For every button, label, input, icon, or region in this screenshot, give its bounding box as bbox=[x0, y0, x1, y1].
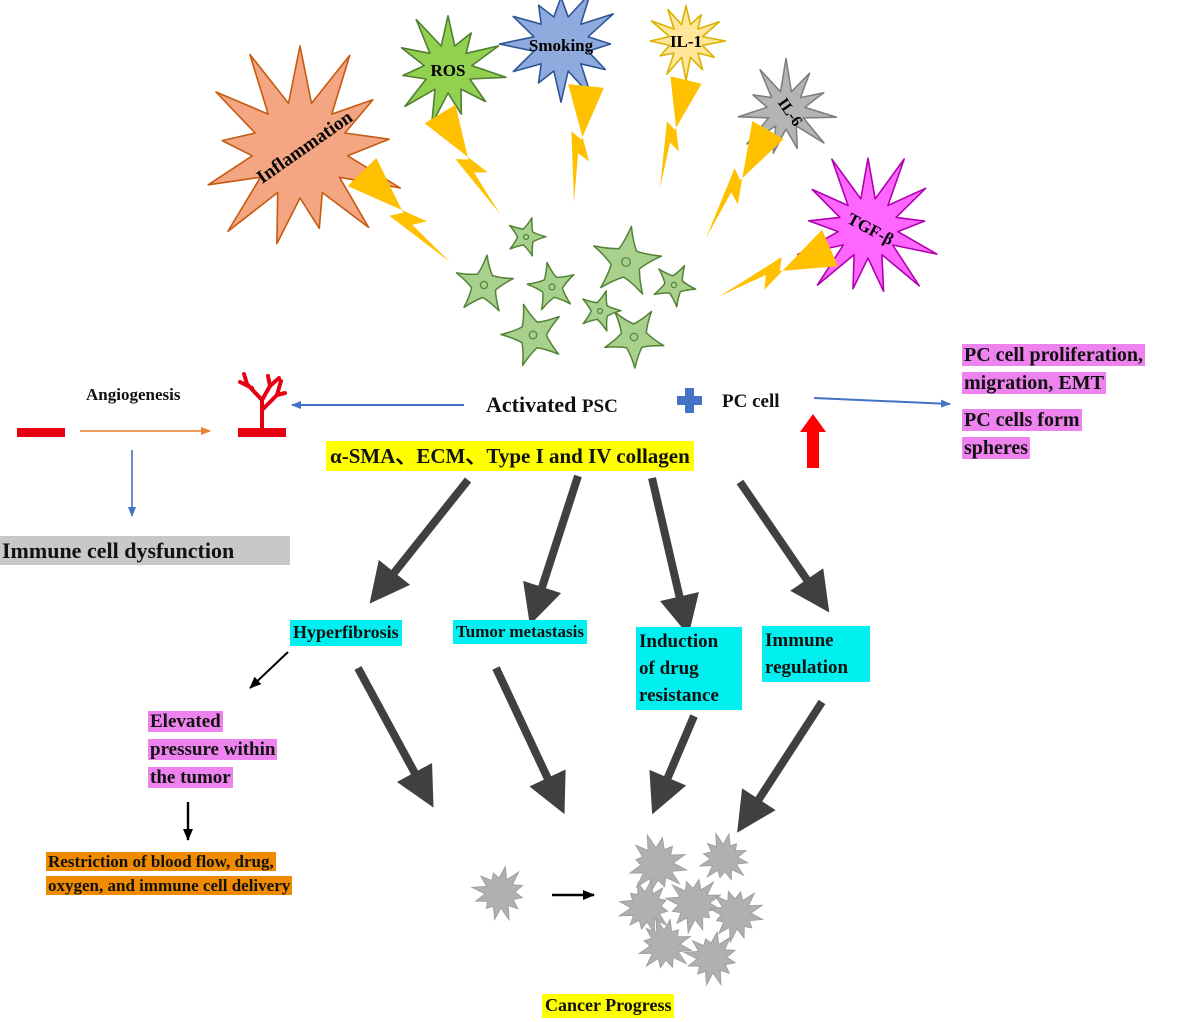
vessel-bar-right bbox=[238, 428, 286, 437]
tumor-cell bbox=[628, 833, 689, 892]
il1-label: IL-1 bbox=[670, 32, 702, 51]
plus-icon bbox=[677, 388, 702, 413]
tgf-burst bbox=[796, 157, 938, 293]
smoking-burst bbox=[498, 0, 615, 103]
pc-cell-to-effects-arrow bbox=[813, 397, 951, 408]
psc-cell bbox=[653, 264, 697, 308]
psc-cell bbox=[500, 303, 560, 367]
hyperfibrosis-label: Hyperfibrosis bbox=[290, 620, 402, 646]
lightning-bolts bbox=[347, 76, 838, 296]
lightning-bolt-ros bbox=[424, 104, 500, 214]
tumor-cell bbox=[664, 878, 723, 935]
markers-label: α-SMA、ECM、Type I and IV collagen bbox=[326, 441, 694, 471]
tumor-cell bbox=[682, 930, 737, 987]
psc-cell-cluster bbox=[455, 217, 697, 369]
metastasis-label: Tumor metastasis bbox=[453, 620, 587, 645]
lightning-bolt-smoking bbox=[568, 84, 604, 202]
marker-effect-arrows bbox=[369, 474, 830, 636]
vessel-bar-left bbox=[17, 428, 65, 437]
psc-cell bbox=[526, 261, 575, 311]
psc-cell bbox=[604, 310, 665, 369]
smoking-label: Smoking bbox=[529, 36, 594, 55]
hyperfibrosis-to-pressure-arrow bbox=[249, 651, 289, 689]
tumor-cell-clusters bbox=[470, 831, 765, 987]
elevated-pressure-label: Elevated pressure within the tumor bbox=[148, 711, 278, 788]
spheres-label: PC cells form spheres bbox=[962, 409, 1082, 459]
angiogenesis-label: Angiogenesis bbox=[86, 385, 181, 404]
activated-psc-label: Activated PSC bbox=[486, 392, 618, 417]
immune-regulation-label: Immune regulation bbox=[762, 626, 870, 682]
lightning-bolt-il6 bbox=[706, 121, 784, 238]
proliferation-label: PC cell proliferation, migration, EMT bbox=[962, 344, 1146, 394]
tumor-cell bbox=[637, 916, 694, 969]
stimulus-bursts bbox=[207, 0, 938, 293]
psc-cell bbox=[455, 254, 515, 312]
inflammation-burst bbox=[207, 45, 402, 245]
increase-arrow-icon bbox=[800, 414, 826, 468]
ros-burst bbox=[400, 15, 507, 126]
cancer-progress-label: Cancer Progress bbox=[542, 994, 675, 1018]
tumor-cell bbox=[708, 890, 765, 944]
psc-cell bbox=[593, 225, 663, 295]
pc-cell-label: PC cell bbox=[722, 391, 780, 412]
single-tumor-cell bbox=[470, 865, 524, 922]
lightning-bolt-tgf bbox=[720, 229, 838, 296]
psc-label: PSC bbox=[581, 396, 618, 417]
restriction-label: Restriction of blood flow, drug, oxygen,… bbox=[46, 852, 293, 895]
effect-progress-arrows bbox=[354, 666, 826, 833]
psc-cell bbox=[508, 217, 547, 257]
psc-cell bbox=[582, 290, 622, 332]
immune-dysfunction-label: Immune cell dysfunction bbox=[0, 536, 290, 566]
blood-vessel-icon bbox=[238, 372, 287, 430]
ros-label: ROS bbox=[431, 61, 466, 80]
drug-resistance-label: Induction of drug resistance bbox=[636, 627, 742, 710]
lightning-bolt-il1 bbox=[660, 76, 702, 188]
tumor-cell bbox=[698, 831, 750, 881]
lightning-bolt-inflammation bbox=[347, 158, 450, 262]
